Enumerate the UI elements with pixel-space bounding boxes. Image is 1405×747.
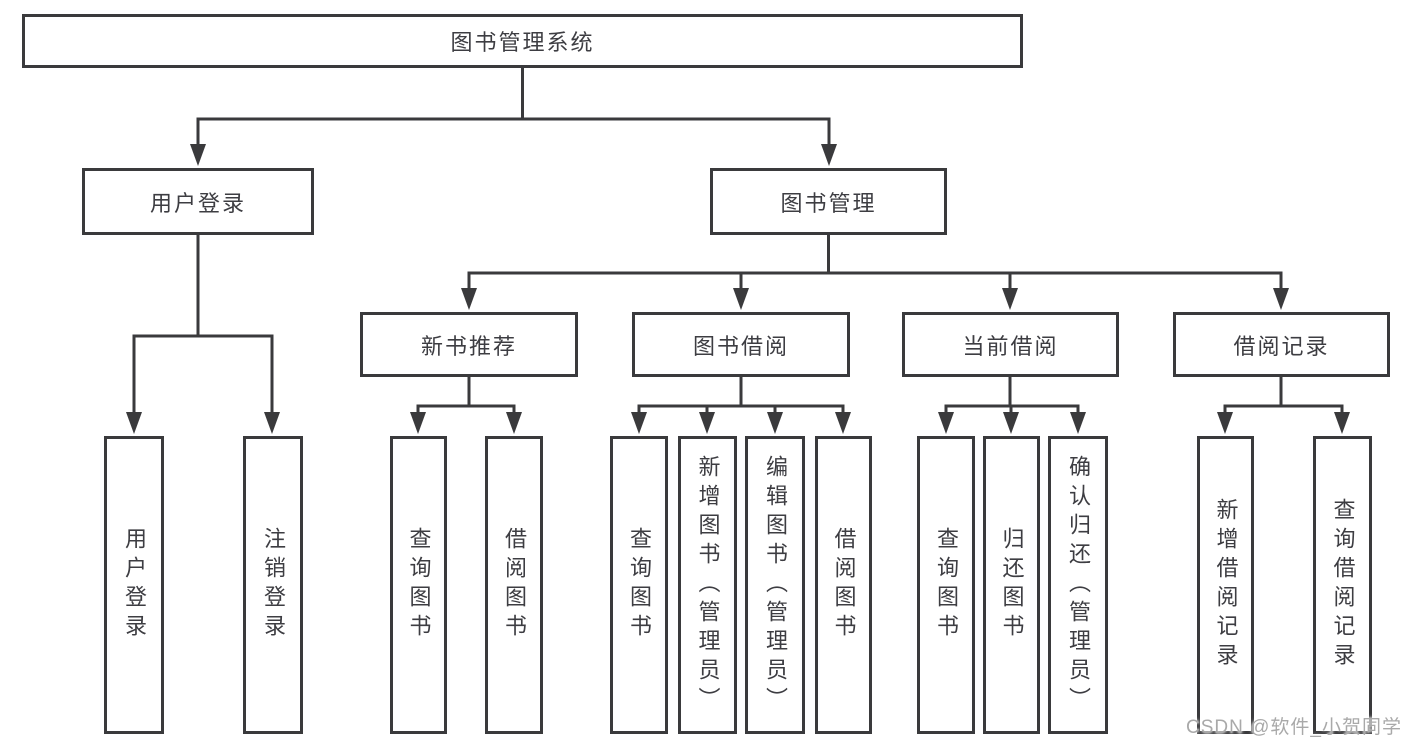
leaf-query-books-current: 查询图书 — [917, 436, 975, 734]
leaf-user-login: 用户登录 — [104, 436, 164, 734]
leaf-logout: 注销登录 — [243, 436, 303, 734]
leaf-add-borrow-record: 新增借阅记录 — [1197, 436, 1254, 734]
leaf-confirm-return-admin: 确认归还（管理员） — [1048, 436, 1108, 734]
node-book-borrow: 图书借阅 — [632, 312, 850, 377]
node-root: 图书管理系统 — [22, 14, 1023, 68]
watermark: CSDN @软件_小贺同学 — [1186, 717, 1402, 738]
leaf-return-book: 归还图书 — [983, 436, 1040, 734]
leaf-query-books-borrow: 查询图书 — [610, 436, 668, 734]
leaf-borrow-books-recommend: 借阅图书 — [485, 436, 543, 734]
leaf-borrow-books: 借阅图书 — [815, 436, 872, 734]
leaf-add-book-admin: 新增图书（管理员） — [678, 436, 737, 734]
node-user-login: 用户登录 — [82, 168, 314, 235]
node-current-borrow: 当前借阅 — [902, 312, 1119, 377]
leaf-query-borrow-record: 查询借阅记录 — [1313, 436, 1372, 734]
leaf-query-books-recommend: 查询图书 — [390, 436, 447, 734]
leaf-edit-book-admin: 编辑图书（管理员） — [745, 436, 805, 734]
node-borrow-records: 借阅记录 — [1173, 312, 1390, 377]
node-new-book-recommend: 新书推荐 — [360, 312, 578, 377]
node-book-management: 图书管理 — [710, 168, 947, 235]
